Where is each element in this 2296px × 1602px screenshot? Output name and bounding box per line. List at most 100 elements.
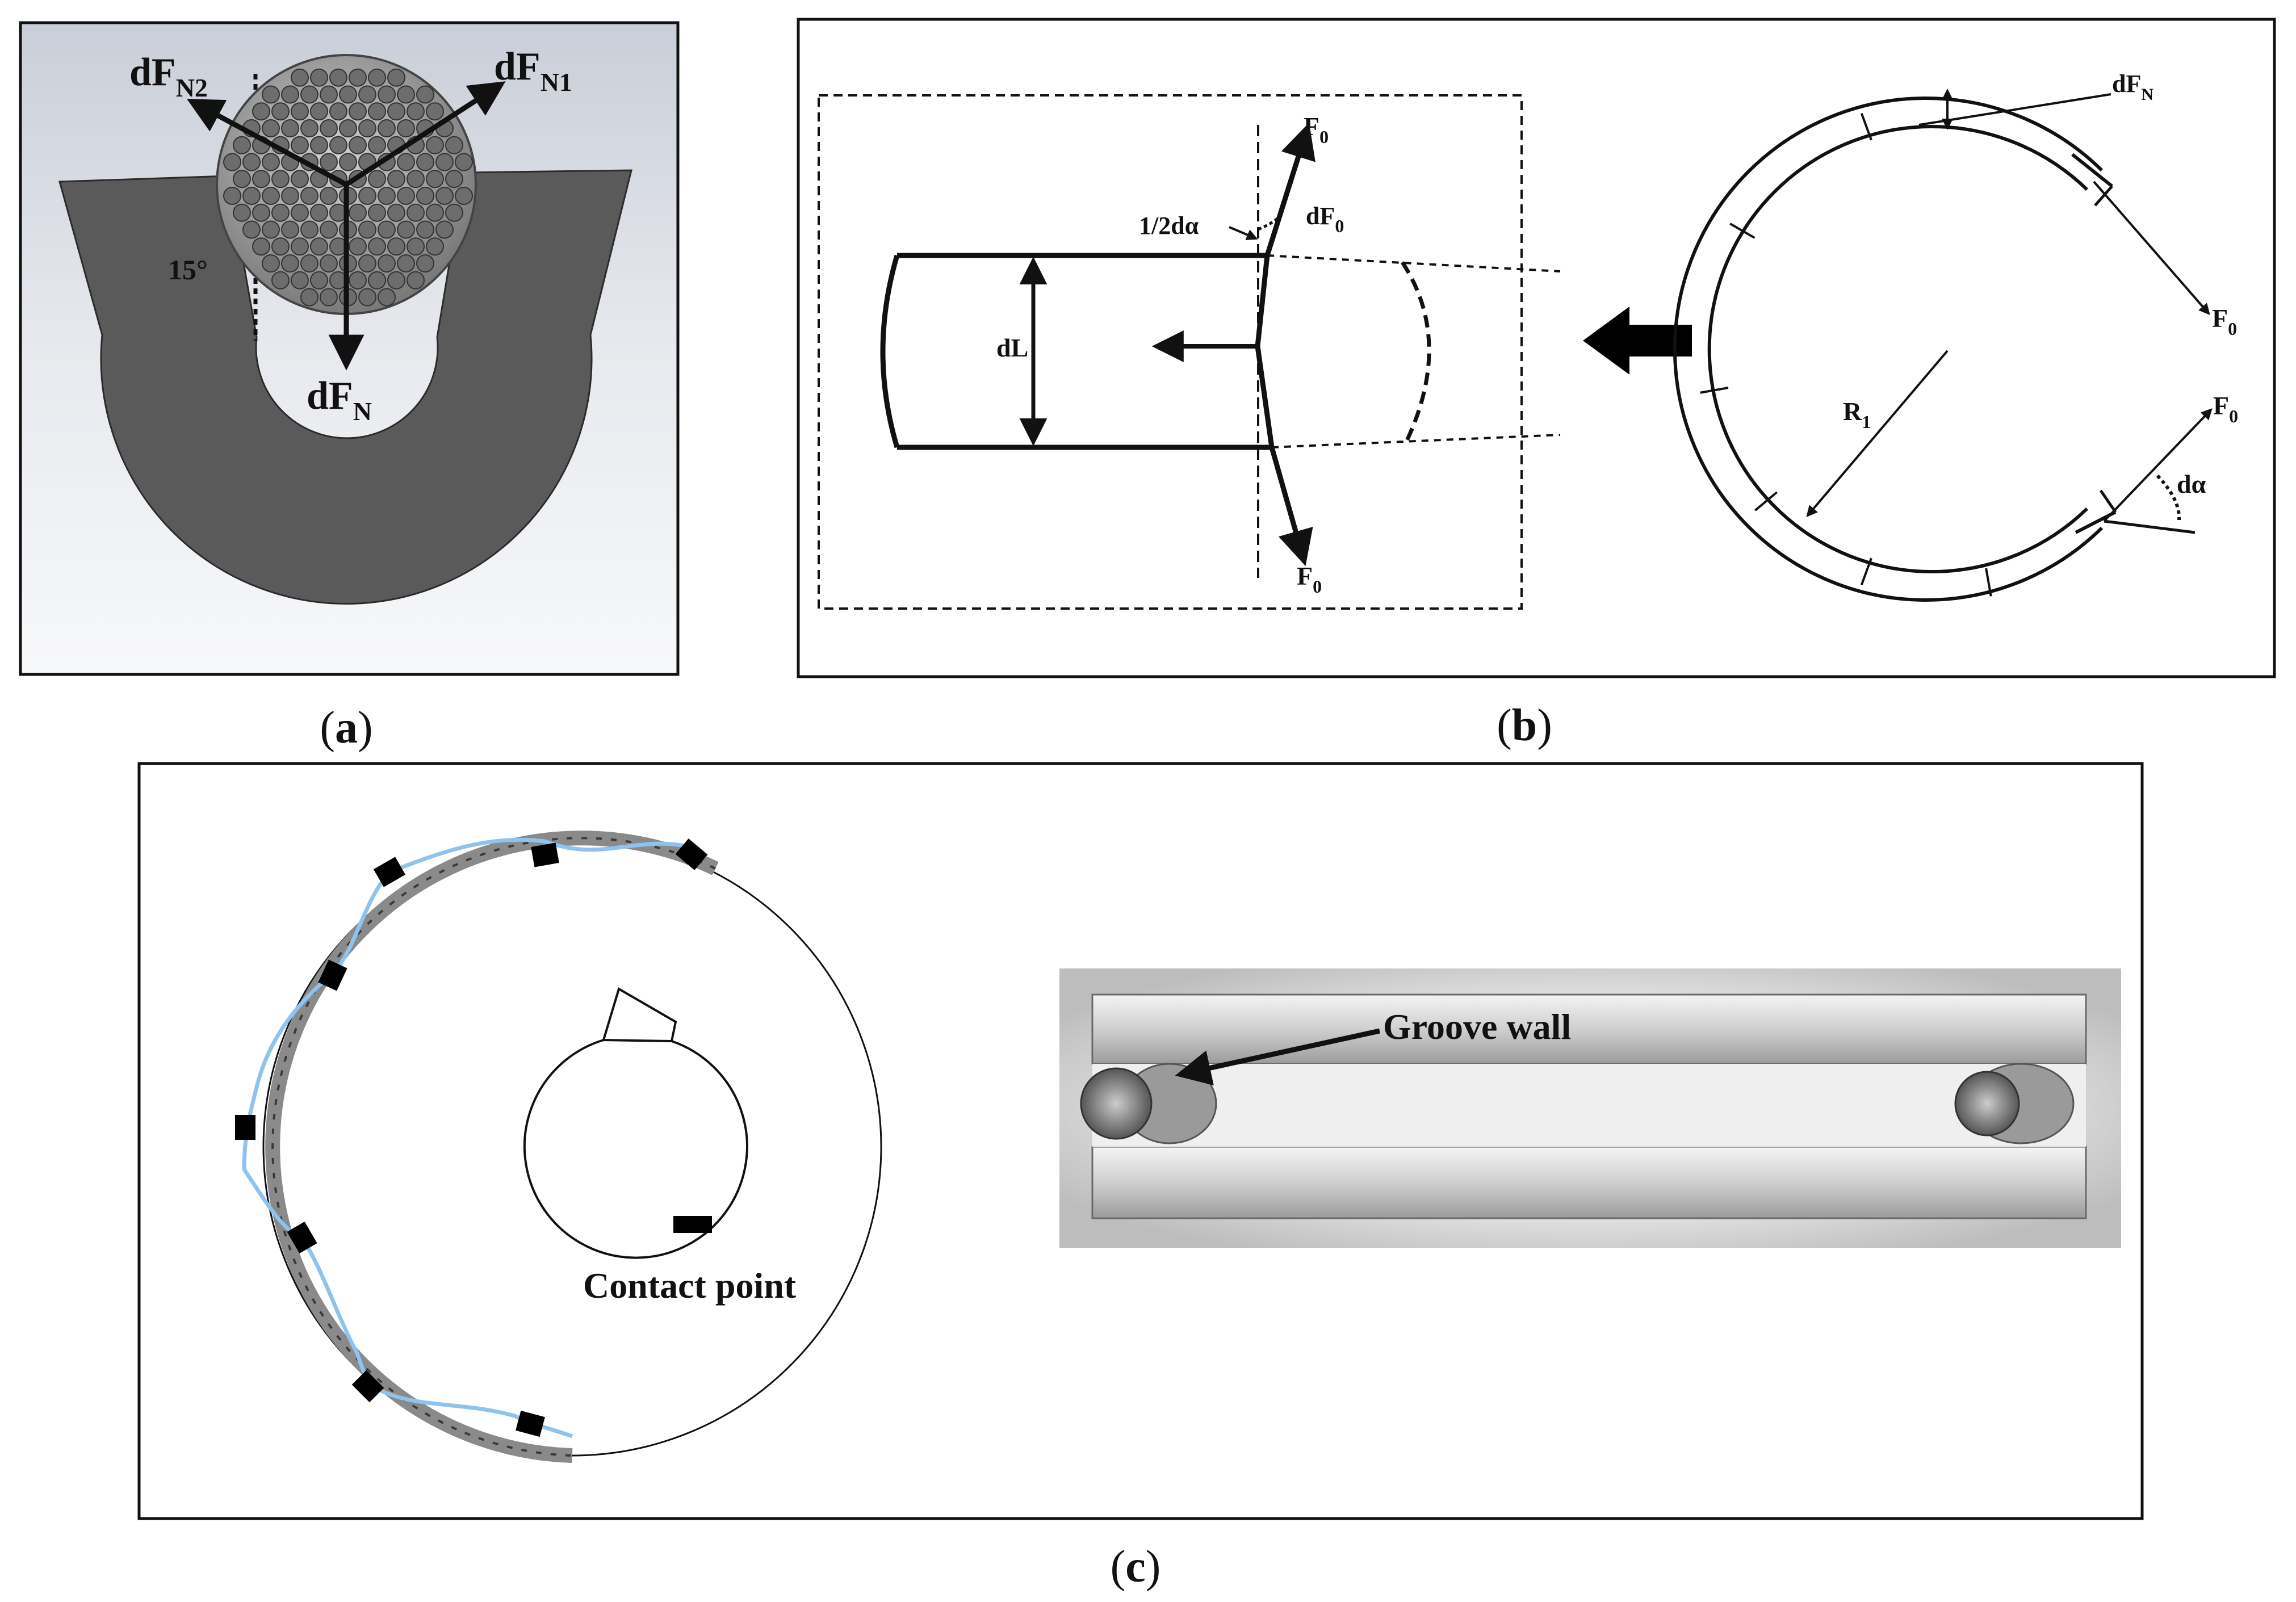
rope-wire	[387, 203, 405, 222]
f0-top-label: F0	[1304, 112, 1329, 147]
dfn2-arrow	[186, 99, 348, 187]
rope-wire	[310, 271, 328, 290]
rope-wire	[320, 288, 338, 307]
rope-wire	[291, 237, 309, 256]
contact-point-legend-mark	[673, 1216, 712, 1233]
ring-segment-tick	[1860, 112, 1872, 141]
rope-wire	[252, 203, 270, 222]
wire-rope-cross-section	[216, 54, 477, 315]
rope-wire	[291, 102, 309, 121]
ring-segment-tick	[1754, 491, 1778, 511]
rope-wire	[320, 187, 338, 205]
rope-wire	[329, 136, 347, 154]
lower-rail	[1091, 1146, 2087, 1219]
rope-wire	[320, 153, 338, 171]
rope-wire	[445, 170, 463, 188]
rope-wire	[397, 187, 415, 205]
rope-wire	[358, 187, 376, 205]
rope-wire	[320, 220, 338, 239]
rope-wire	[387, 271, 405, 290]
groove-rail-view	[1059, 968, 2121, 1248]
rope-wire	[426, 170, 444, 188]
rope-wire	[378, 220, 396, 239]
rope-wire	[252, 102, 270, 121]
rope-wire	[368, 136, 386, 154]
rope-wire	[445, 136, 463, 154]
rope-wire	[320, 119, 338, 137]
caption-b: (b)	[1497, 701, 1552, 750]
panel-a: dFN2 dFN1 dFN 15°	[19, 21, 680, 676]
rope-wire	[368, 170, 386, 188]
rope-wire	[407, 170, 425, 188]
f0-bottom-label: F0	[1297, 561, 1322, 597]
rope-wire	[271, 170, 290, 188]
rope-wire	[310, 102, 328, 121]
rope-wire	[368, 102, 386, 121]
rope-wire	[358, 85, 376, 104]
rope-wire	[416, 153, 434, 171]
rope-wire	[233, 203, 251, 222]
contact-point-marker	[373, 857, 406, 887]
contact-point-label: Contact point	[583, 1265, 797, 1306]
rope-wire	[455, 187, 473, 205]
ring-dfn-label: dFN	[2112, 70, 2153, 104]
rope-wire	[262, 85, 280, 104]
rope-wire	[271, 237, 290, 256]
rope-wire	[407, 203, 425, 222]
rope-wire	[329, 102, 347, 121]
df0-label: dF0	[1306, 202, 1344, 236]
rope-wire	[300, 85, 319, 104]
rope-wire	[426, 136, 444, 154]
dalpha-label: dα	[2177, 469, 2206, 498]
sheave-ring	[1673, 89, 2213, 602]
rope-wire	[358, 254, 376, 272]
keyed-shaft-hole	[523, 987, 748, 1259]
rope-wire	[349, 68, 367, 87]
groove-wall-label: Groove wall	[1383, 1007, 1571, 1047]
rope-wire	[310, 68, 328, 87]
rope-wire	[358, 288, 376, 307]
rope-wire	[223, 187, 241, 205]
rope-wire	[281, 254, 299, 272]
rope-wire	[262, 119, 280, 137]
rope-wire	[291, 170, 309, 188]
rope-wire	[387, 237, 405, 256]
rope-wire	[281, 119, 299, 137]
ring-f0-lower-label: F0	[2213, 391, 2238, 426]
rope-wire	[435, 220, 454, 239]
rope-wire	[387, 170, 405, 188]
r1-label: R1	[1843, 397, 1871, 432]
panel-a-frame	[19, 21, 680, 676]
ring-f0-upper-arrow	[2093, 181, 2210, 316]
contact-point-marker	[516, 1410, 545, 1437]
rope-wire	[435, 187, 454, 205]
rope-wire	[291, 68, 309, 87]
rope-wire	[416, 85, 434, 104]
rope-wire	[291, 136, 309, 154]
rope-wire	[329, 68, 347, 87]
rope-wire	[310, 136, 328, 154]
rope-wire	[368, 271, 386, 290]
contact-point-marker	[531, 842, 559, 867]
rope-wire	[349, 271, 367, 290]
rope-wire	[407, 237, 425, 256]
rope-wire	[233, 170, 251, 188]
rope-wire	[320, 254, 338, 272]
rope-wire	[339, 119, 357, 137]
rope-wire	[407, 271, 425, 290]
rope-wire	[455, 153, 473, 171]
rope-wire	[387, 68, 405, 87]
contact-point-marker	[287, 1221, 317, 1254]
rope-wire	[426, 102, 444, 121]
rope-wire	[368, 237, 386, 256]
rope-wire	[378, 187, 396, 205]
rope-wire	[378, 254, 396, 272]
rope-wire	[281, 187, 299, 205]
rope-wire	[262, 187, 280, 205]
contact-point-marker	[675, 838, 708, 870]
dfn2-label: dFN2	[129, 51, 208, 102]
rope-wire	[435, 153, 454, 171]
f0-bottom-arrow	[1269, 446, 1313, 567]
rope-wire	[349, 102, 367, 121]
panel-b: F0 1/2dα dF0 dL F0 dFN F0 F0 R1 dα	[797, 18, 2276, 678]
